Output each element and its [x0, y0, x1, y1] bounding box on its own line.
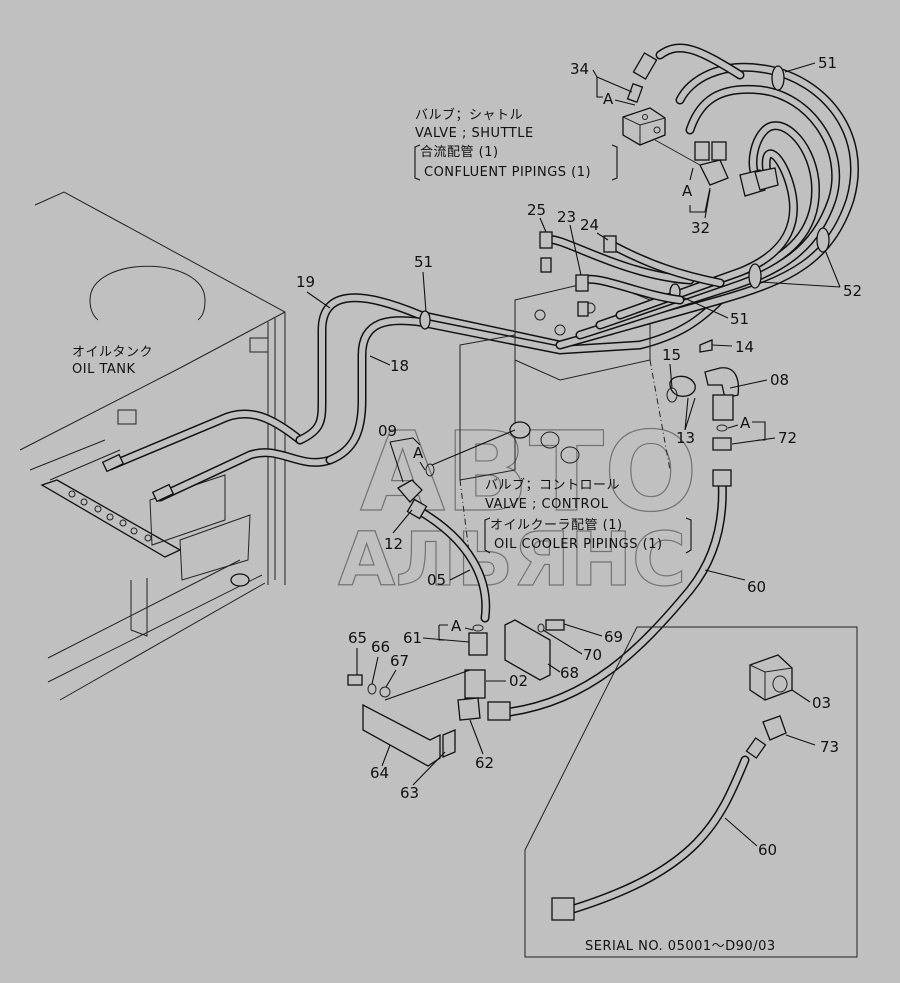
part-label-67: 67	[390, 652, 409, 670]
serial-number-label: SERIAL NO. 05001～D90/03	[585, 939, 776, 954]
part-label-51-right: 51	[730, 310, 749, 328]
part-label-61: 61	[403, 629, 422, 647]
detail-a-61: A	[451, 617, 462, 635]
oil-cooler-pipings-drawing	[347, 339, 740, 767]
shuttle-valve-jp: バルブ；シャトル	[415, 107, 523, 123]
oil-cooler-pipings-en: OIL COOLER PIPINGS (1)	[494, 537, 663, 552]
shuttle-valve-drawing	[622, 82, 729, 186]
part-label-18: 18	[390, 357, 409, 375]
confluent-hoses	[419, 43, 859, 350]
oil-tank-jp: オイルタンク	[72, 345, 153, 360]
control-valve-en: VALVE ; CONTROL	[485, 497, 609, 512]
part-label-15: 15	[662, 346, 681, 364]
part-label-52: 52	[843, 282, 862, 300]
part-label-62: 62	[475, 754, 494, 772]
part-label-13: 13	[676, 429, 695, 447]
part-label-02: 02	[509, 672, 528, 690]
watermark-line2: АЛЬЯНС	[338, 517, 686, 603]
hoses-19-18	[295, 293, 725, 465]
part-label-51-top: 51	[818, 54, 837, 72]
part-label-19: 19	[296, 273, 315, 291]
part-label-73: 73	[820, 738, 839, 756]
part-label-72: 72	[778, 429, 797, 447]
part-label-63: 63	[400, 784, 419, 802]
confluent-pipings-en: CONFLUENT PIPINGS (1)	[424, 165, 591, 180]
part-label-60-inset: 60	[758, 841, 777, 859]
part-label-14: 14	[735, 338, 754, 356]
detail-markers: A A A A A	[389, 76, 766, 641]
oil-cooler-pipings-jp: オイルクーラ配管 (1)	[490, 518, 623, 533]
shuttle-valve-en: VALVE ; SHUTTLE	[415, 126, 534, 141]
oil-tank-en: OIL TANK	[72, 362, 136, 377]
oil-tank-drawing	[19, 191, 335, 701]
confluent-pipings-jp: 合流配管 (1)	[420, 145, 499, 160]
part-label-32: 32	[691, 219, 710, 237]
part-label-60-main: 60	[747, 578, 766, 596]
part-labels: 34 51 32 25 23 24 52 19 51 18 51 15 14 0…	[296, 54, 862, 859]
captions: バルブ；シャトル VALVE ; SHUTTLE 合流配管 (1) CONFLU…	[72, 107, 692, 554]
part-label-66: 66	[371, 638, 390, 656]
part-label-05: 05	[427, 571, 446, 589]
part-label-70: 70	[583, 646, 602, 664]
control-valve-jp: バルブ；コントロール	[485, 477, 620, 493]
part-label-25: 25	[527, 201, 546, 219]
bracket-holes	[68, 490, 152, 542]
part-label-64: 64	[370, 764, 389, 782]
part-label-08: 08	[770, 371, 789, 389]
part-label-68: 68	[560, 664, 579, 682]
part-label-24: 24	[580, 216, 599, 234]
part-label-09: 09	[378, 422, 397, 440]
detail-a-34: A	[603, 90, 614, 108]
detail-a-72: A	[740, 414, 751, 432]
serial-inset: SERIAL NO. 05001～D90/03	[524, 626, 858, 958]
part-label-69: 69	[604, 628, 623, 646]
part-label-03: 03	[812, 694, 831, 712]
part-label-51-left: 51	[414, 253, 433, 271]
part-label-65: 65	[348, 629, 367, 647]
part-label-34: 34	[570, 60, 589, 78]
part-label-12: 12	[384, 535, 403, 553]
detail-a-32: A	[682, 182, 693, 200]
detail-a-09: A	[413, 444, 424, 462]
part-label-23: 23	[557, 208, 576, 226]
